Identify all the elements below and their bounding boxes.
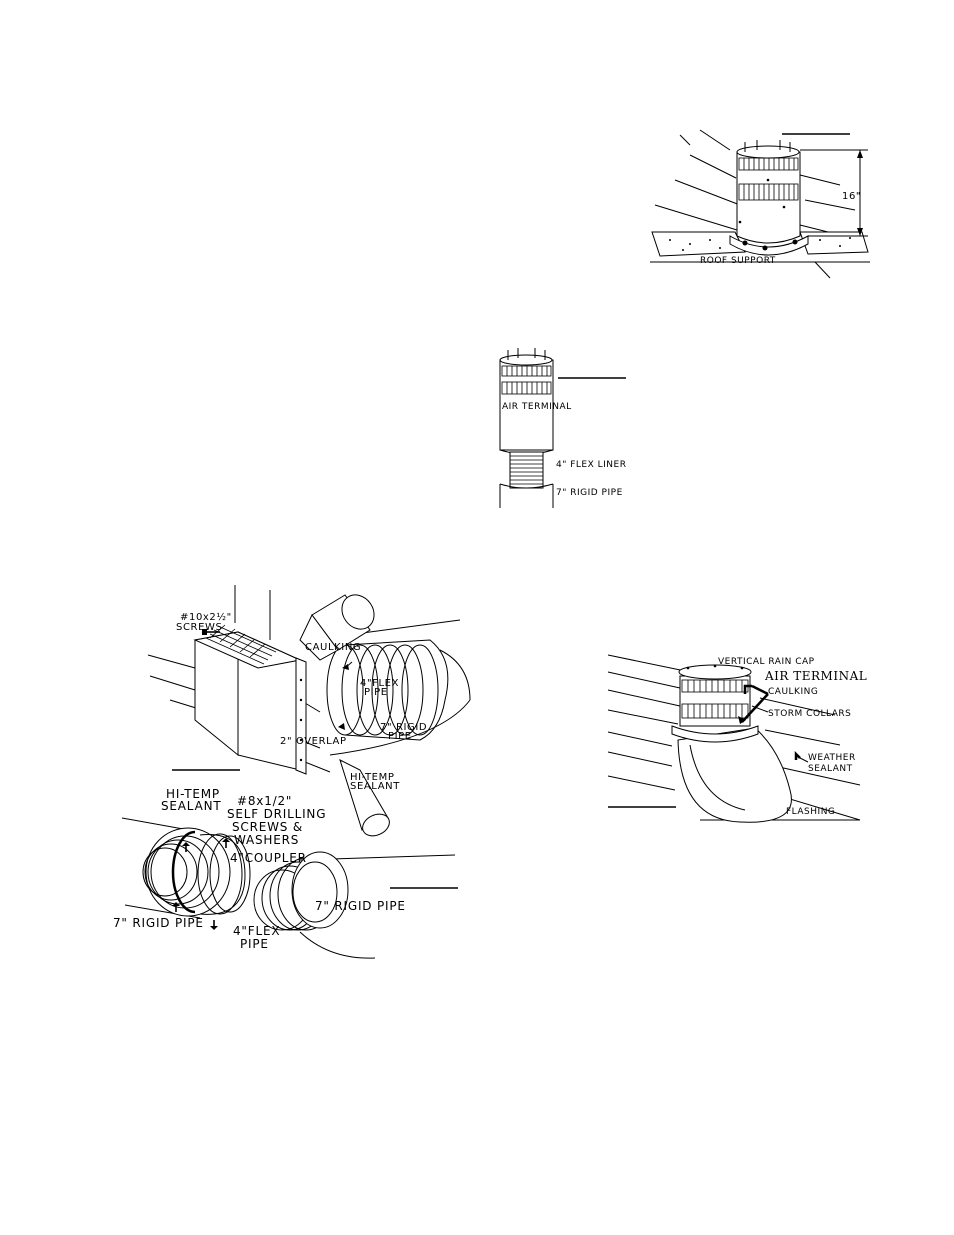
air-terminal-top: [499, 354, 553, 366]
screw-arrows: [172, 838, 230, 930]
roof-support-label: ROOF SUPPORT: [700, 256, 776, 266]
screw-icon: [202, 629, 220, 635]
height-dimension-label: 16": [842, 191, 861, 202]
storm-collars-label: STORM COLLARS: [768, 709, 851, 719]
caulking-label: CAULKING: [768, 687, 818, 697]
right-rigid-pipe: [291, 851, 456, 959]
air-terminal-liner-figure: AIR TERMINAL 4" FLEX LINER 7" RIGID PIPE: [499, 348, 626, 508]
overlap-label: 2" OVERLAP: [280, 736, 347, 747]
terminal-louvers-top: [738, 157, 799, 171]
roof-shingles: [650, 129, 870, 279]
coupler-hi-temp-label: HI-TEMP: [166, 787, 220, 801]
flange-dots: [299, 678, 303, 762]
base-screws: [742, 239, 798, 251]
height-dimension: [800, 149, 868, 237]
flex-pipe-label-1: 4"FLEX: [360, 678, 399, 689]
coupler-flex-pipe-label-1: 4"FLEX: [233, 924, 280, 938]
roof-support-figure: 16" ROOF SUPPORT: [650, 129, 870, 279]
screws-label: SCREWS: [176, 622, 222, 633]
coupler-ring: [171, 830, 251, 915]
roof-support-plate-left: [651, 231, 746, 257]
storm-collar: [671, 725, 759, 743]
screws-size-label: #10x2½": [180, 611, 232, 623]
wall-lines: [147, 585, 331, 773]
wall-terminal-flange: [295, 657, 307, 775]
coupler-figure: HI-TEMP SEALANT #8x1/2" SELF DRILLING SC…: [113, 787, 458, 959]
roof-support-plate-right: [799, 231, 869, 255]
rain-cap-label: VERTICAL RAIN CAP: [718, 657, 815, 667]
caulking-label: CAULKING: [305, 642, 361, 653]
hi-temp-label: HI-TEMP: [350, 772, 394, 783]
flex-liner-label: 4" FLEX LINER: [556, 460, 626, 470]
sealant-tube-icon: [339, 759, 390, 837]
terminal-louvers-bottom: [738, 183, 799, 201]
air-terminal-heading: AIR TERMINAL: [764, 669, 867, 683]
coupler-flex-pipe-label-2: PIPE: [240, 937, 269, 951]
coupler-label: 4"COUPLER: [230, 851, 307, 865]
terminal-body: [736, 151, 801, 244]
wall-terminal-figure: #10x2½" SCREWS CAULKING 4"FLEX PIPE 2" O…: [147, 585, 471, 837]
flex-liner: [509, 451, 544, 489]
self-drilling-screws-label: SCREWS &: [232, 820, 303, 834]
right-rigid-pipe-label: 7" RIGID PIPE: [315, 899, 406, 913]
coupler-sealant-label: SEALANT: [161, 799, 222, 813]
air-terminal-label: AIR TERMINAL: [502, 402, 572, 412]
flex-pipe-section: [326, 639, 449, 741]
washers-label: WASHERS: [234, 833, 299, 847]
flashing-label: FLASHING: [786, 807, 835, 817]
flashing-plate: [677, 727, 792, 823]
rigid-pipe-label-2: PIPE: [388, 731, 412, 742]
flex-pipe-label-2: PIPE: [364, 687, 388, 698]
left-rigid-pipe-label: 7" RIGID PIPE: [113, 916, 204, 930]
weather-label: WEATHER: [808, 753, 856, 763]
sealant-label: SEALANT: [808, 764, 853, 774]
rigid-pipe-label-1: 7" RIGID: [380, 722, 427, 733]
air-terminal-louvers: [501, 365, 552, 395]
sealant-label: SEALANT: [350, 781, 400, 792]
terminal-base-collar: [729, 235, 809, 256]
flashing-terminal-louvers: [681, 679, 749, 719]
support-dots: [669, 237, 851, 251]
caulking-tube-icon: [299, 594, 375, 661]
self-drilling-size-label: #8x1/2": [237, 794, 292, 808]
roof-flashing-figure: VERTICAL RAIN CAP AIR TERMINAL CAULKING …: [607, 654, 867, 823]
flashing-leaders: [738, 684, 809, 763]
self-drilling-label: SELF DRILLING: [227, 807, 326, 821]
rigid-pipe-label: 7" RIGID PIPE: [556, 488, 623, 498]
leader-lines: [338, 661, 353, 730]
